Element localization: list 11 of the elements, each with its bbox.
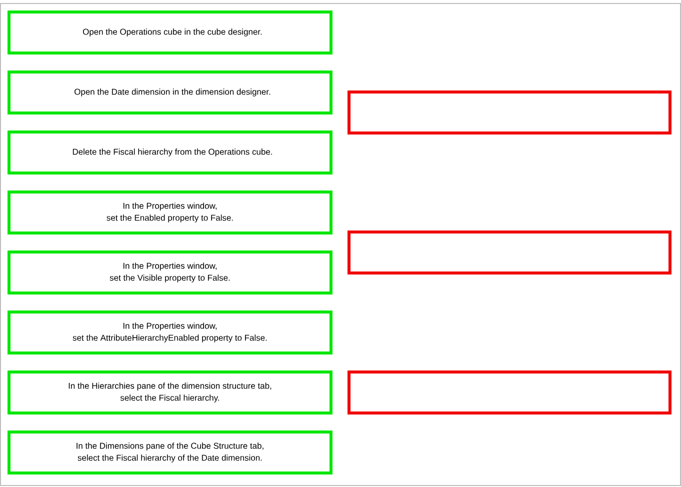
answer-box [348, 230, 672, 274]
step-box: In the Properties window, set the AttributeHierarchyEnabled property to False. [8, 310, 332, 354]
answer-box [348, 90, 672, 134]
step-box: Open the Operations cube in the cube designer. [8, 10, 332, 54]
step-box: In the Dimensions pane of the Cube Structure tab, select the Fiscal hierarchy of the Date dimension. [8, 430, 332, 474]
step-box: In the Properties window, set the Visible property to False. [8, 250, 332, 294]
step-box: In the Properties window, set the Enabled property to False. [8, 190, 332, 234]
answer-box [348, 370, 672, 414]
step-box: Delete the Fiscal hierarchy from the Operations cube. [8, 130, 332, 174]
step-box: Open the Date dimension in the dimension designer. [8, 70, 332, 114]
step-box: In the Hierarchies pane of the dimension structure tab, select the Fiscal hierarchy. [8, 370, 332, 414]
